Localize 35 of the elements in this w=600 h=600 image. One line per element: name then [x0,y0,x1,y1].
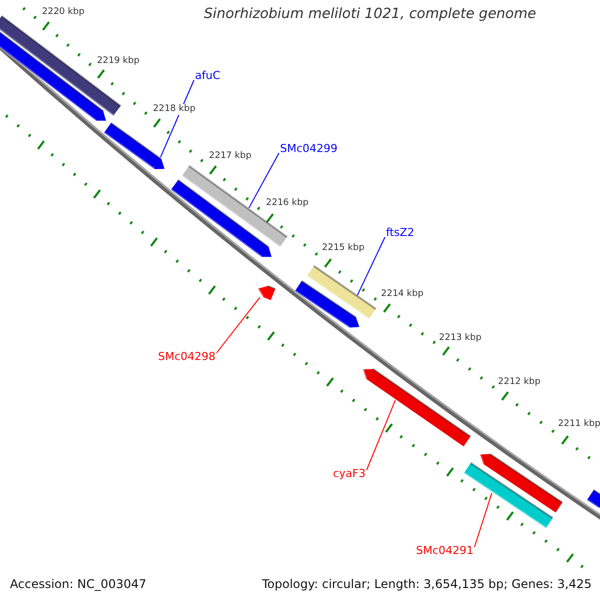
scale-label: 2217 kbp [209,151,252,162]
gene-label: ftsZ2 [386,226,414,239]
gene-label: SMc04299 [280,142,338,155]
scale-label: 2220 kbp [42,7,84,18]
diagram-title: Sinorhizobium meliloti 1021, complete genome [204,6,536,22]
leader-line [356,236,386,296]
gene-feature [0,16,121,116]
scale-label: 2219 kbp [97,56,140,67]
scale-label: 2214 kbp [381,289,424,300]
footer-text: Topology: circular; Length: 3,654,135 bp; Genes: 3,425 [262,577,592,592]
scale-label: 2215 kbp [322,243,364,254]
scale-label: 2216 kbp [266,198,308,209]
gene-feature [480,454,562,513]
gene-feature [182,166,288,247]
leader-line [216,296,260,354]
gene-feature [104,123,165,170]
gene-label: afuC [195,69,220,82]
leader-line [366,399,396,470]
scale-label: 2213 kbp [439,333,482,344]
scale-label: 2211 kbp [558,419,600,430]
scale-label: 2212 kbp [498,377,540,388]
leader-line [248,152,280,208]
gene-label: SMc04291 [416,544,474,557]
gene-label: cyaF3 [333,467,366,480]
leader-line [474,492,492,548]
gene-label: SMc04298 [158,350,216,363]
leader-line [160,80,194,158]
gene-feature [294,281,359,328]
scale-label: 2218 kbp [153,104,196,115]
gene-feature [363,368,470,446]
gene-feature [586,490,600,508]
gene-feature [306,266,376,319]
gene-feature [258,286,276,301]
gene-feature [464,463,552,528]
footer-text: Accession: NC_003047 [10,577,146,592]
